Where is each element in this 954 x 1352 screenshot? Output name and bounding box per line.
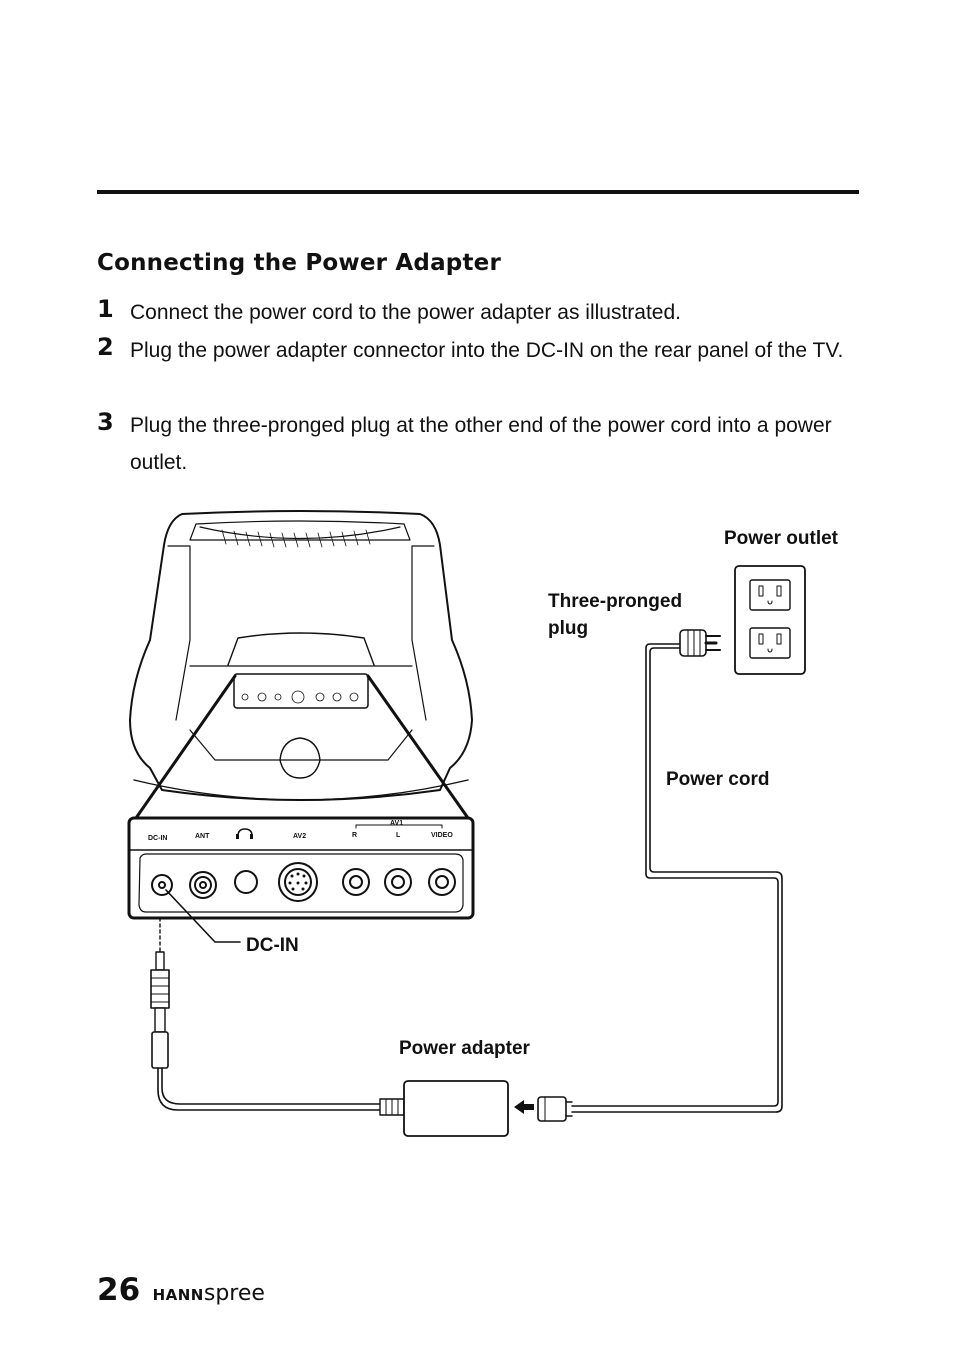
step-number: 2 <box>97 333 114 361</box>
panel-label-r: R <box>352 832 357 839</box>
step-text: Connect the power cord to the power adap… <box>130 301 681 324</box>
label-three-pronged: Three-pronged <box>548 591 682 612</box>
panel-label-ant: ANT <box>195 833 210 840</box>
section-title: Connecting the Power Adapter <box>97 250 502 276</box>
panel-label-av2: AV2 <box>293 833 306 840</box>
step-text: Plug the power adapter connector into th… <box>130 339 844 362</box>
panel-label-av1: AV1 <box>390 820 403 827</box>
dc-connector-illustration <box>150 951 170 1069</box>
page-footer: 26 HANNspree <box>97 1272 265 1312</box>
brand-logo: HANNspree <box>153 1281 265 1306</box>
three-pronged-plug-illustration <box>679 629 721 657</box>
label-dc-in: DC-IN <box>246 935 299 956</box>
panel-label-video: VIDEO <box>431 832 453 839</box>
panel-label-dc-in: DC-IN <box>148 835 167 842</box>
label-power-cord: Power cord <box>666 769 769 790</box>
step-2: 2 Plug the power adapter connector into … <box>97 332 867 369</box>
label-power-outlet: Power outlet <box>724 528 839 549</box>
brand-light: spree <box>203 1281 265 1306</box>
power-adapter-illustration <box>379 1080 509 1137</box>
label-plug: plug <box>548 618 588 639</box>
step-text: Plug the three-pronged plug at the other… <box>130 414 832 474</box>
step-3: 3 Plug the three-pronged plug at the oth… <box>97 407 867 481</box>
step-1: 1 Connect the power cord to the power ad… <box>97 294 867 331</box>
label-power-adapter: Power adapter <box>399 1038 531 1059</box>
step-number: 3 <box>97 408 114 436</box>
tv-rear-illustration <box>129 510 473 801</box>
power-outlet-illustration <box>734 565 806 675</box>
panel-label-l: L <box>396 832 401 839</box>
step-number: 1 <box>97 295 114 323</box>
top-rule <box>97 190 859 194</box>
page-number: 26 <box>97 1272 141 1308</box>
rear-panel-closeup <box>127 816 475 920</box>
brand-bold: HANN <box>152 1286 204 1304</box>
